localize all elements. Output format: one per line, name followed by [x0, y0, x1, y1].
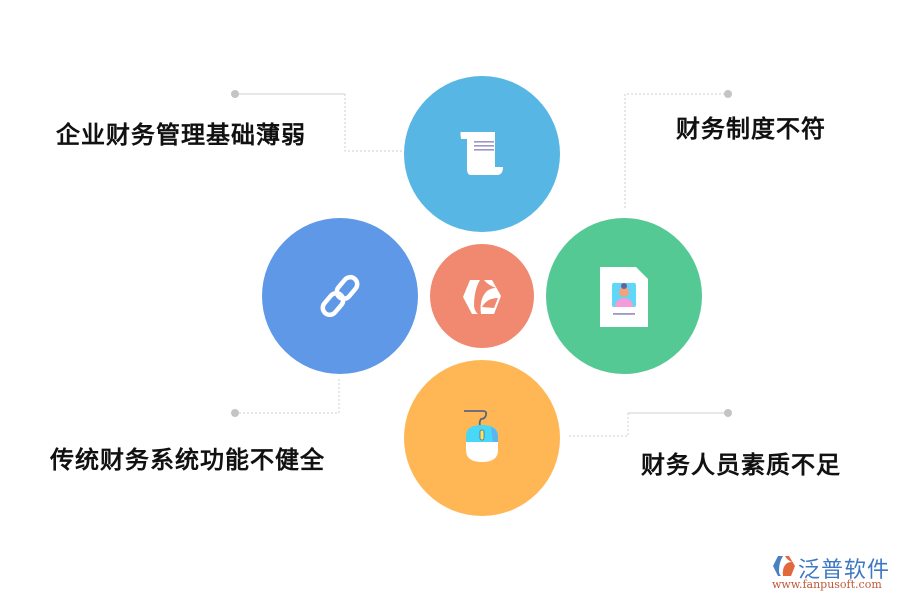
label-weak-foundation: 企业财务管理基础薄弱: [56, 121, 306, 149]
node-top: [404, 76, 560, 232]
node-right: [546, 218, 702, 374]
node-bottom: [404, 360, 560, 516]
node-left: [262, 218, 418, 374]
label-staff-quality: 财务人员素质不足: [641, 451, 841, 479]
brand-url: www.fanpusoft.com: [772, 578, 882, 591]
brand-logo-icon: [773, 556, 795, 576]
fanpu-logo-icon: [463, 280, 501, 314]
computer-mouse-icon: [464, 410, 498, 462]
label-system-mismatch: 财务制度不符: [676, 115, 826, 143]
node-center: [430, 244, 534, 348]
chain-link-icon: [320, 274, 360, 318]
profile-card-icon: [600, 267, 648, 327]
scroll-document-icon: [460, 132, 503, 175]
brand-name: 泛普软件: [798, 558, 891, 583]
label-system-incomplete: 传统财务系统功能不健全: [50, 446, 325, 474]
